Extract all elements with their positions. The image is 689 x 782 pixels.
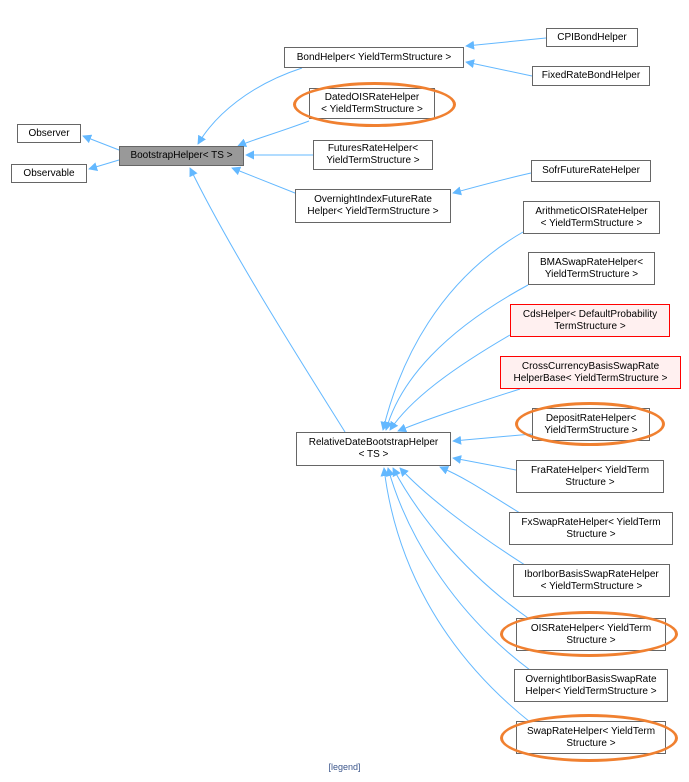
node-cds-helper[interactable]: CdsHelper< DefaultProbability TermStruct… bbox=[510, 304, 670, 337]
node-fixed-rate-bond-helper[interactable]: FixedRateBondHelper bbox=[532, 66, 650, 86]
node-bootstrap-helper[interactable]: BootstrapHelper< TS > bbox=[119, 146, 244, 166]
node-cross-currency-basis-swap-rate-helper-base[interactable]: CrossCurrencyBasisSwapRate HelperBase< Y… bbox=[500, 356, 681, 389]
edge-cpibond-bond bbox=[465, 37, 547, 50]
edge-fra-relative bbox=[452, 455, 517, 471]
edge-sofr-onifuture bbox=[452, 172, 532, 196]
edge-deposit-relative bbox=[452, 433, 533, 445]
node-fra-rate-helper[interactable]: FraRateHelper< YieldTerm Structure > bbox=[516, 460, 664, 493]
node-futures-rate-helper[interactable]: FuturesRateHelper< YieldTermStructure > bbox=[313, 140, 433, 170]
edge-bootstrap-observable bbox=[88, 159, 120, 171]
edge-onbasis-relative bbox=[385, 467, 531, 671]
node-relative-date-bootstrap-helper[interactable]: RelativeDateBootstrapHelper < TS > bbox=[296, 432, 451, 466]
node-overnight-ibor-basis-swap-rate-helper[interactable]: OvernightIborBasisSwapRate Helper< Yield… bbox=[514, 669, 668, 702]
edge-arith-relative bbox=[380, 231, 524, 431]
node-ibor-ibor-basis-swap-rate-helper[interactable]: IborIborBasisSwapRateHelper < YieldTermS… bbox=[513, 564, 670, 597]
legend-link[interactable]: [legend] bbox=[328, 762, 361, 772]
node-bond-helper[interactable]: BondHelper< YieldTermStructure > bbox=[284, 47, 464, 68]
node-observer[interactable]: Observer bbox=[17, 124, 81, 143]
node-bma-swap-rate-helper[interactable]: BMASwapRateHelper< YieldTermStructure > bbox=[528, 252, 655, 285]
edge-ois-relative bbox=[392, 467, 529, 619]
node-swap-rate-helper[interactable]: SwapRateHelper< YieldTerm Structure > bbox=[516, 721, 666, 754]
node-dated-ois-rate-helper[interactable]: DatedOISRateHelper < YieldTermStructure … bbox=[309, 88, 435, 119]
inheritance-edges bbox=[82, 37, 547, 723]
edge-fxswap-relative bbox=[439, 466, 521, 514]
edge-onifuture-bootstrap bbox=[231, 166, 301, 196]
node-observable[interactable]: Observable bbox=[11, 164, 87, 183]
node-cpi-bond-helper[interactable]: CPIBondHelper bbox=[546, 28, 638, 47]
node-sofr-future-rate-helper[interactable]: SofrFutureRateHelper bbox=[531, 160, 651, 182]
edge-relative-bootstrap bbox=[189, 167, 346, 433]
node-overnight-index-future-rate-helper[interactable]: OvernightIndexFutureRate Helper< YieldTe… bbox=[295, 189, 451, 223]
node-deposit-rate-helper[interactable]: DepositRateHelper< YieldTermStructure > bbox=[532, 408, 650, 441]
edge-cds-relative bbox=[389, 334, 511, 431]
edge-bootstrap-observer bbox=[82, 134, 120, 151]
edge-ccbs-relative bbox=[397, 388, 521, 433]
edge-fixedbond-bond bbox=[465, 59, 533, 77]
edge-bond-bootstrap bbox=[197, 67, 303, 145]
node-arithmetic-ois-rate-helper[interactable]: ArithmeticOISRateHelper < YieldTermStruc… bbox=[523, 201, 660, 234]
edge-iborbasis-relative bbox=[399, 467, 526, 566]
edge-bma-relative bbox=[383, 284, 529, 431]
edge-datedois-bootstrap bbox=[237, 120, 310, 147]
node-fx-swap-rate-helper[interactable]: FxSwapRateHelper< YieldTerm Structure > bbox=[509, 512, 673, 545]
edge-swap-relative bbox=[380, 467, 531, 723]
node-ois-rate-helper[interactable]: OISRateHelper< YieldTerm Structure > bbox=[516, 618, 666, 651]
